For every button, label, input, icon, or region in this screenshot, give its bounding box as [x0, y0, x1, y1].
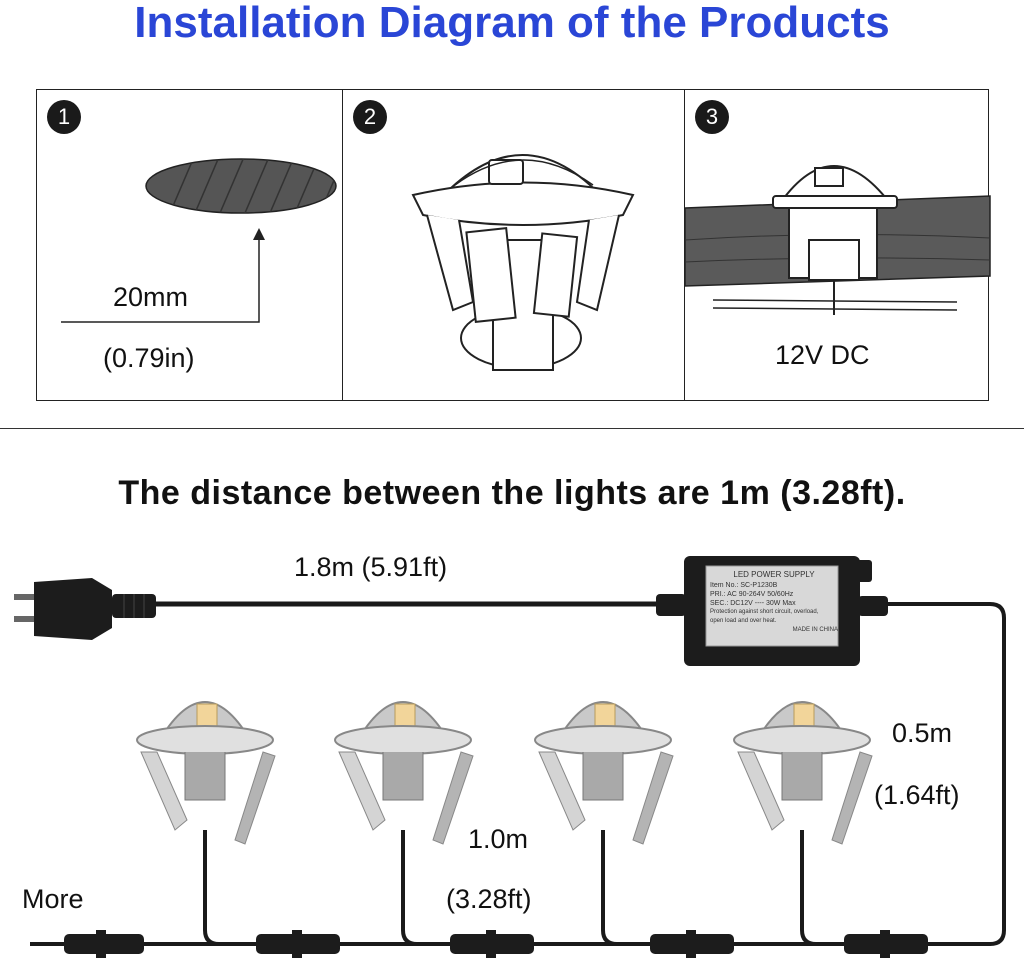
dimension-arrow: [61, 230, 260, 323]
spacing-length-ft-label: (3.28ft): [446, 884, 532, 914]
spacing-length-label: 1.0m: [468, 824, 529, 854]
step-3-panel: 3 12V DC: [684, 90, 991, 400]
power-supply-icon: [656, 556, 888, 666]
power-supply-line: Protection against short circuit, overlo…: [710, 609, 819, 615]
branch-length-ft-label: (1.64ft): [874, 780, 960, 810]
step-1-number: 1: [47, 100, 81, 134]
page-title: Installation Diagram of the Products: [134, 0, 890, 47]
step-light-3: [534, 701, 674, 946]
step-2-panel: 2: [343, 90, 685, 400]
connector-icon: [64, 930, 144, 958]
step-1-panel: 1 20mm (0.79in): [37, 90, 343, 400]
installation-steps: 1 20mm (0.79in) 2: [36, 89, 991, 401]
step-light-2: [334, 701, 474, 946]
light-fixture-illustration: [411, 154, 635, 371]
connector-icon: [256, 930, 340, 958]
connector-icon: [844, 930, 928, 958]
power-supply-title: LED POWER SUPPLY: [733, 570, 815, 579]
power-supply-line: SEC.: DC12V ---- 30W Max: [710, 600, 796, 607]
drill-hole: [145, 158, 337, 214]
power-supply-label: LED POWER SUPPLY Item No.: SC-P1230B PRI…: [710, 570, 838, 635]
step-light-1: [136, 701, 276, 946]
voltage-label: 12V DC: [775, 340, 870, 370]
branch-length-label: 0.5m: [892, 718, 953, 748]
power-supply-line: PRI.: AC 90-264V 50/60Hz: [710, 591, 794, 598]
power-supply-line: Item No.: SC-P1230B: [710, 582, 778, 589]
drill-hole-illustration: [61, 158, 337, 323]
hole-diameter-mm: 20mm: [113, 282, 189, 312]
power-plug-icon: [14, 578, 156, 640]
step-light-4: [733, 701, 873, 946]
power-supply-line: MADE IN CHINA: [792, 627, 838, 633]
cable-length-label: 1.8m (5.91ft): [294, 552, 448, 582]
power-supply-line: open load and over heat.: [710, 618, 777, 624]
connector-icon: [650, 930, 734, 958]
hole-diameter-in: (0.79in): [103, 343, 195, 373]
section-divider: [0, 428, 1024, 429]
more-label: More: [22, 884, 84, 914]
mounted-light-illustration: [684, 165, 991, 315]
output-cable: [886, 602, 1006, 946]
step-3-number: 3: [695, 100, 729, 134]
step-2-number: 2: [353, 100, 387, 134]
connector-icon: [450, 930, 534, 958]
spacing-note: The distance between the lights are 1m (…: [118, 474, 906, 512]
